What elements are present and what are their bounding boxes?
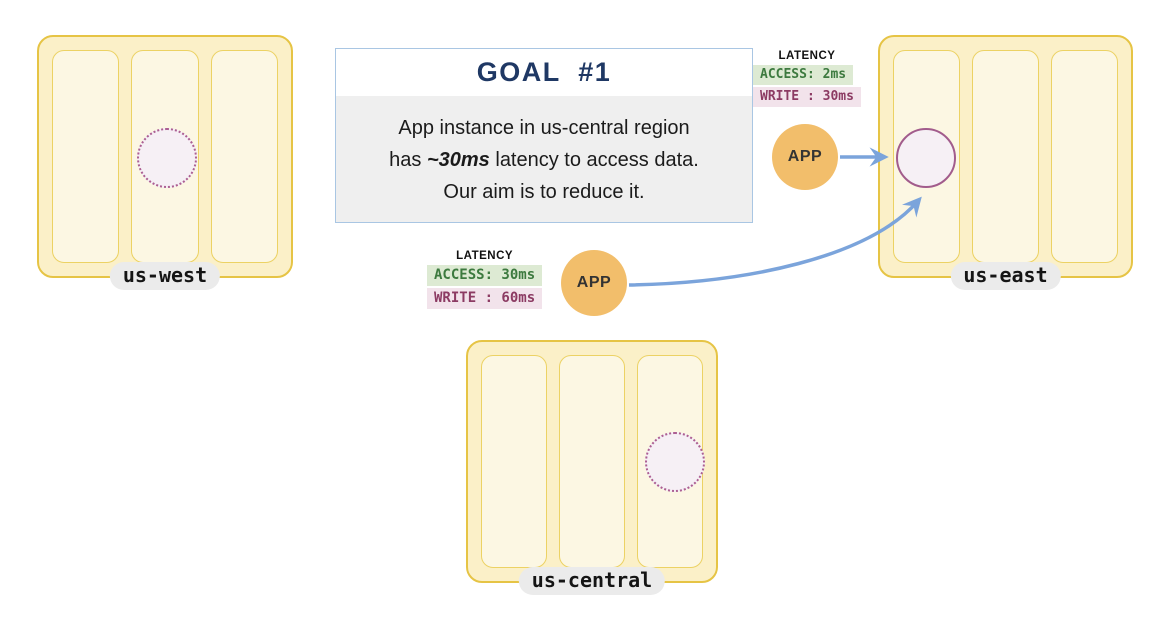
data-primary-icon xyxy=(896,128,956,188)
region-label-us-central: us-central xyxy=(518,567,666,595)
latency-write-badge: WRITE : 60ms xyxy=(427,288,543,309)
region-label-us-east: us-east xyxy=(950,262,1061,290)
availability-zone xyxy=(559,355,625,568)
latency-write-badge: WRITE : 30ms xyxy=(753,87,861,107)
latency-block-us-east: LATENCY ACCESS: 2ms WRITE : 30ms xyxy=(753,50,861,109)
goal-body-text: App instance in us-central region has ~3… xyxy=(336,96,752,222)
goal-line-3: Our aim is to reduce it. xyxy=(443,181,645,203)
latency-access-badge: ACCESS: 2ms xyxy=(753,65,854,85)
data-replica-dotted-icon xyxy=(645,432,705,492)
region-us-west: us-west xyxy=(37,35,293,290)
region-us-east: us-east xyxy=(878,35,1133,290)
availability-zone xyxy=(972,50,1039,263)
latency-block-us-central: LATENCY ACCESS: 30ms WRITE : 60ms xyxy=(427,250,543,311)
latency-access-badge: ACCESS: 30ms xyxy=(427,265,543,286)
app-instance-us-central: APP xyxy=(561,250,627,316)
region-label-us-west: us-west xyxy=(109,262,221,290)
goal-callout: GOAL #1 App instance in us-central regio… xyxy=(335,48,753,223)
latency-heading: LATENCY xyxy=(778,50,836,62)
region-us-central: us-central xyxy=(466,340,718,595)
goal-line-1: App instance in us-central region xyxy=(398,117,690,139)
availability-zone xyxy=(52,50,120,263)
goal-line-2: has ~30ms latency to access data. xyxy=(389,149,699,171)
latency-heading: LATENCY xyxy=(456,250,514,262)
goal-latency-emphasis: ~30ms xyxy=(426,149,490,171)
app-instance-us-east: APP xyxy=(772,124,838,190)
goal-header: GOAL #1 xyxy=(336,49,752,96)
availability-zone xyxy=(210,50,278,263)
data-replica-dotted-icon xyxy=(137,128,197,188)
goal-title: GOAL #1 xyxy=(476,57,612,87)
availability-zone xyxy=(481,355,547,568)
availability-zone xyxy=(1051,50,1118,263)
